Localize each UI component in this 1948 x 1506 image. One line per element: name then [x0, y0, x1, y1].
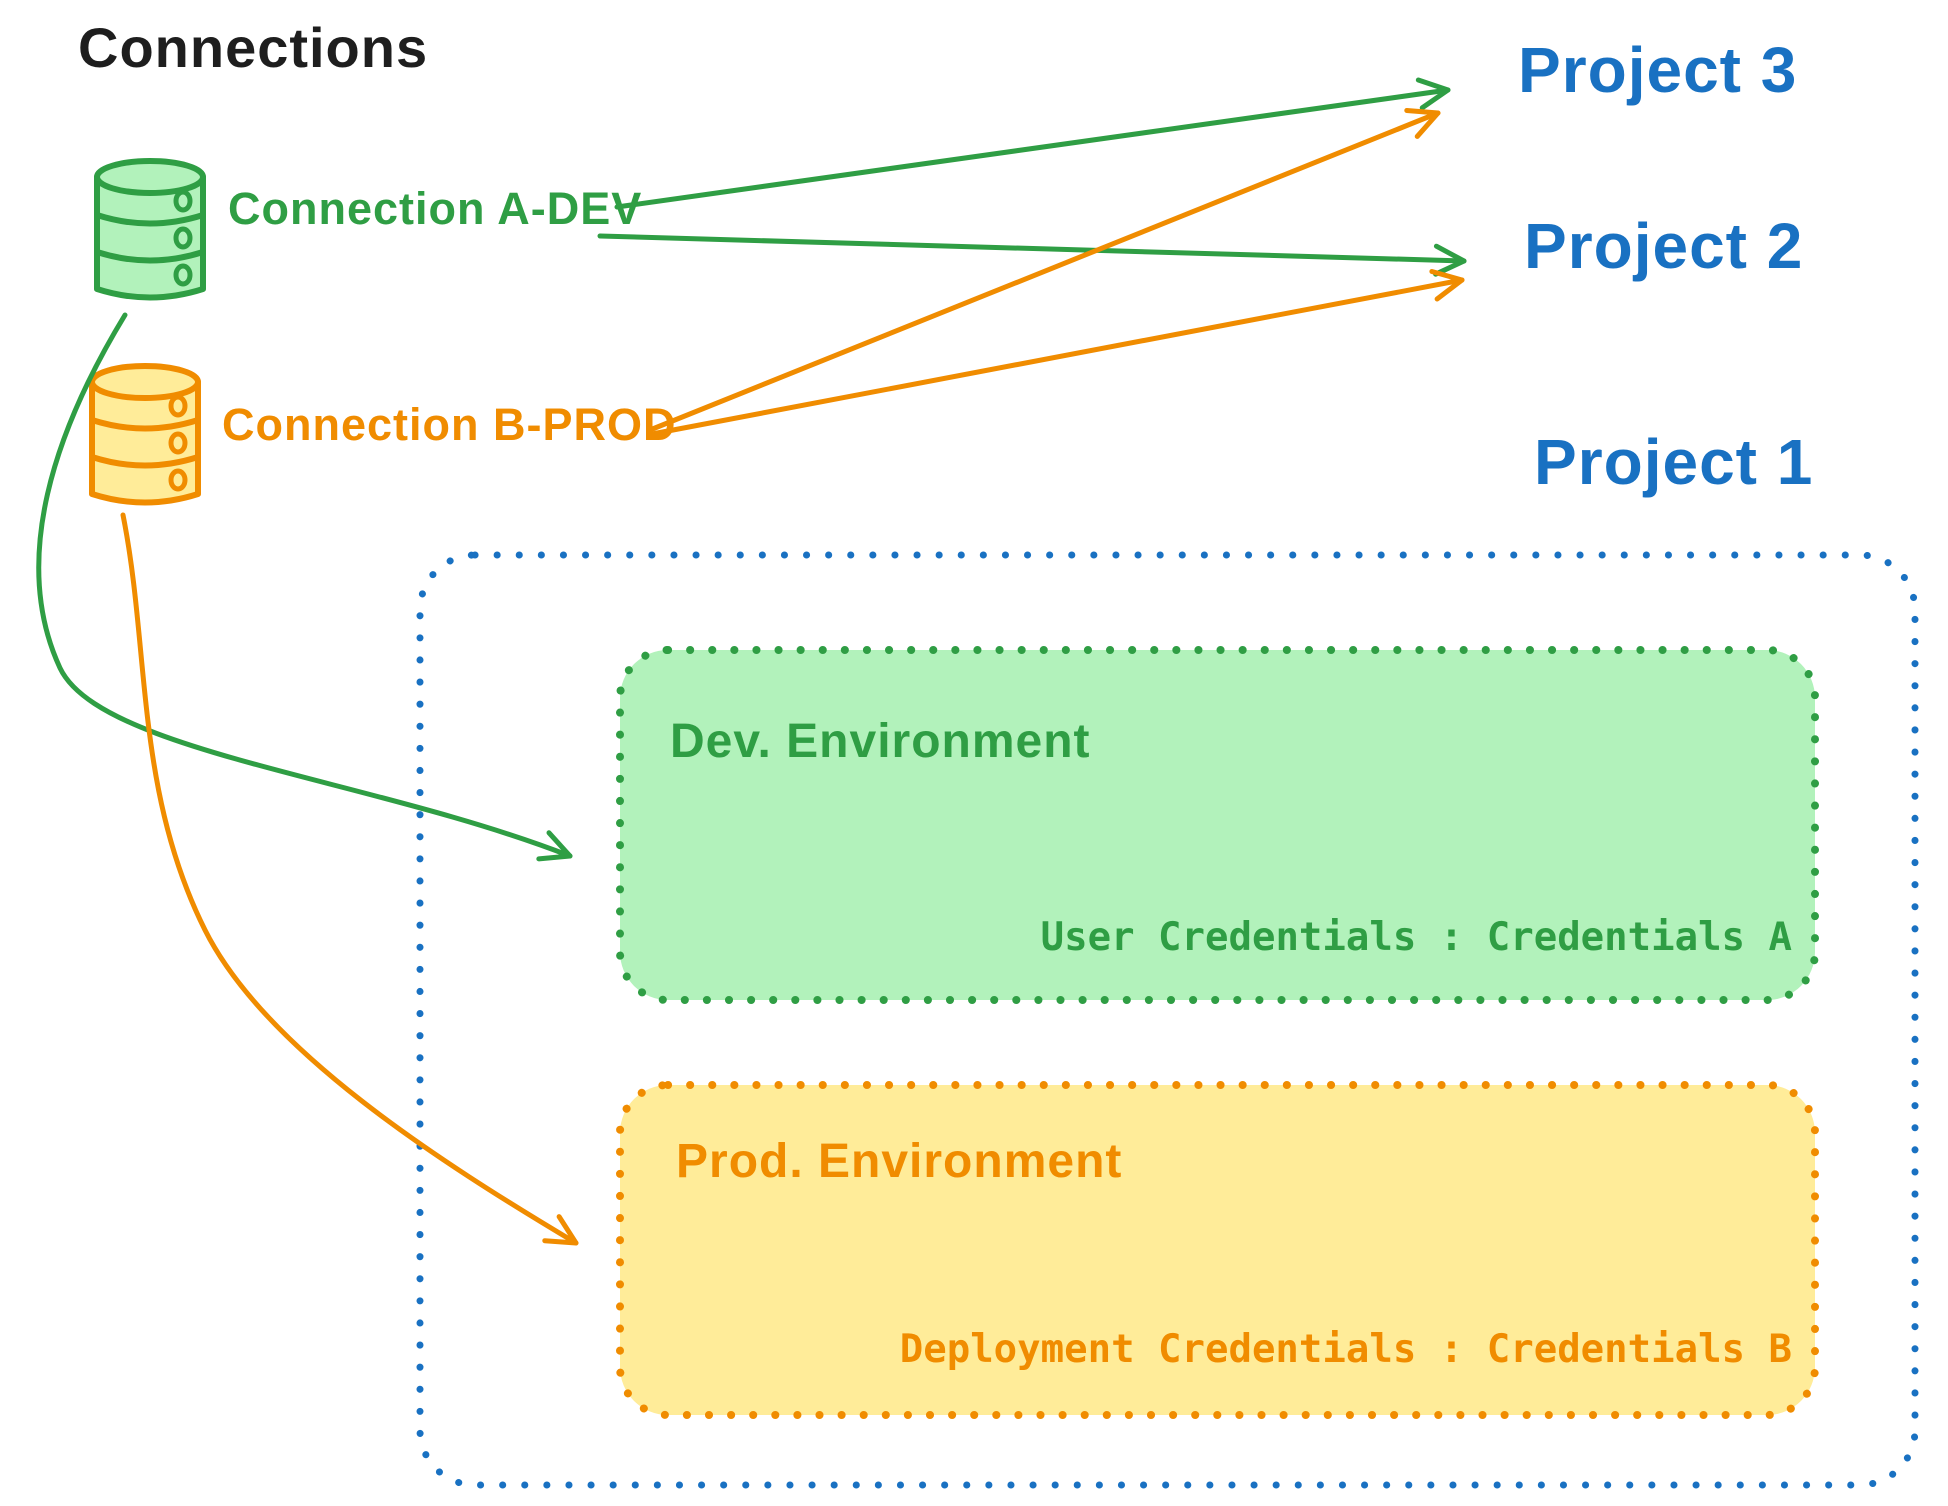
project-1-label: Project 1: [1534, 426, 1814, 498]
arrow-a-dev-to-project-3: [614, 77, 1451, 210]
connection-a-dev-label: Connection A-DEV: [228, 183, 643, 234]
arrow-b-prod-to-prod-environment: [120, 512, 579, 1246]
prod-environment-credentials: Deployment Credentials : Credentials B: [620, 1330, 1792, 1369]
arrow-a-dev-to-project-2: [597, 233, 1467, 277]
arrow-a-dev-to-dev-environment: [36, 312, 573, 862]
project-3-label: Project 3: [1518, 34, 1798, 106]
arrow-b-prod-to-project-2: [649, 268, 1465, 437]
dev-credentials-text: User Credentials : Credentials A: [1040, 915, 1792, 960]
dev-environment-credentials: User Credentials : Credentials A: [620, 918, 1792, 957]
arrow-b-prod-to-project-3: [647, 107, 1441, 433]
prod-credentials-text: Deployment Credentials : Credentials B: [899, 1327, 1792, 1372]
diagram-title: Connections: [78, 16, 429, 79]
dev-environment-title: Dev. Environment: [670, 715, 1091, 768]
database-icon: [89, 363, 201, 506]
prod-environment-box: [616, 1081, 1819, 1419]
project1-boundary-box: [416, 551, 1919, 1489]
connection-b-prod-label: Connection B-PROD: [222, 399, 677, 450]
prod-environment-title: Prod. Environment: [676, 1135, 1123, 1188]
dev-environment-box: [616, 646, 1819, 1004]
database-icon: [94, 158, 206, 301]
project-2-label: Project 2: [1524, 210, 1804, 282]
